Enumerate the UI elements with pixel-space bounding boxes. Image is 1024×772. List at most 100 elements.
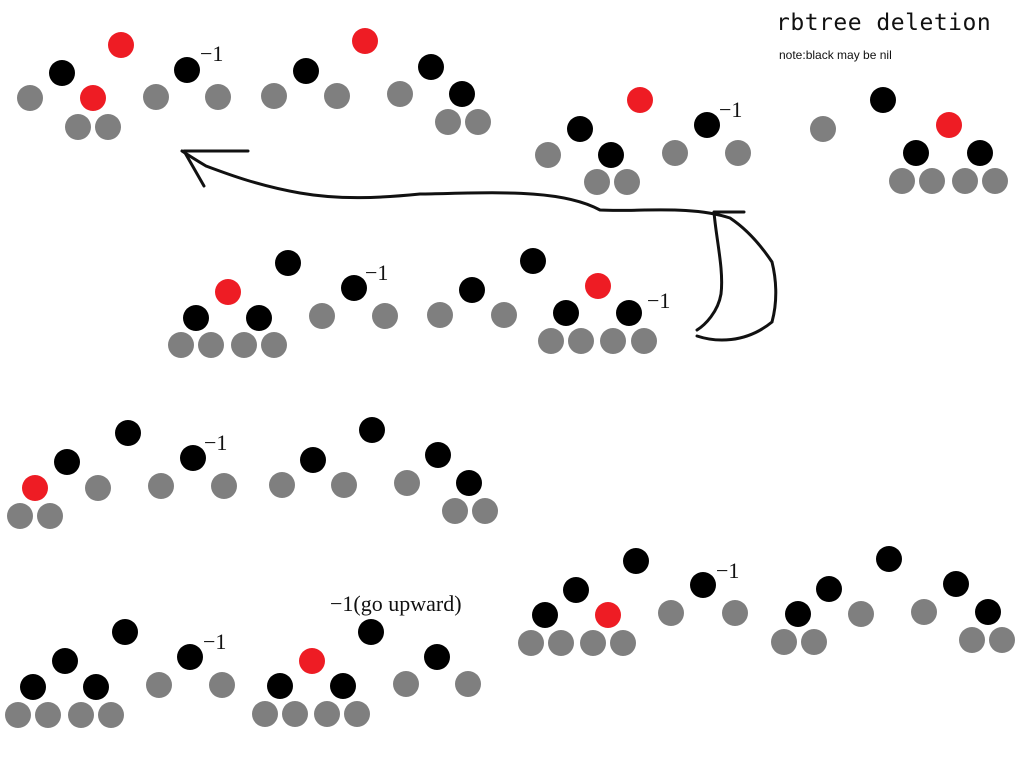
black-node — [183, 305, 209, 331]
grey-node — [771, 629, 797, 655]
diagram-note: note:black may be nil — [779, 48, 892, 62]
black-node — [300, 447, 326, 473]
grey-node — [548, 630, 574, 656]
black-node — [275, 250, 301, 276]
black-node — [456, 470, 482, 496]
return-curve-hook — [695, 210, 746, 332]
red-node — [352, 28, 378, 54]
black-node — [449, 81, 475, 107]
minus-one-label: −1 — [365, 260, 389, 285]
black-node — [177, 644, 203, 670]
black-node — [785, 601, 811, 627]
grey-node — [535, 142, 561, 168]
black-node — [330, 673, 356, 699]
black-node — [903, 140, 929, 166]
black-node — [83, 674, 109, 700]
black-node — [876, 546, 902, 572]
grey-node — [801, 629, 827, 655]
diagram-title: rbtree deletion — [776, 10, 992, 36]
red-node — [22, 475, 48, 501]
grey-node — [17, 85, 43, 111]
grey-node — [95, 114, 121, 140]
grey-node — [518, 630, 544, 656]
black-node — [341, 275, 367, 301]
minus-one-go-upward-label: −1(go upward) — [330, 591, 462, 616]
black-node — [424, 644, 450, 670]
red-node — [595, 602, 621, 628]
grey-node — [580, 630, 606, 656]
grey-node — [911, 599, 937, 625]
grey-node — [198, 332, 224, 358]
grey-node — [472, 498, 498, 524]
grey-node — [209, 672, 235, 698]
black-node — [20, 674, 46, 700]
grey-node — [584, 169, 610, 195]
grey-node — [65, 114, 91, 140]
grey-node — [394, 470, 420, 496]
grey-node — [387, 81, 413, 107]
grey-node — [393, 671, 419, 697]
grey-node — [810, 116, 836, 142]
black-node — [267, 673, 293, 699]
grey-node — [952, 168, 978, 194]
grey-node — [372, 303, 398, 329]
black-node — [358, 619, 384, 645]
grey-node — [442, 498, 468, 524]
black-node — [54, 449, 80, 475]
black-node — [418, 54, 444, 80]
red-node — [585, 273, 611, 299]
grey-node — [614, 169, 640, 195]
grey-node — [491, 302, 517, 328]
grey-node — [989, 627, 1015, 653]
black-node — [943, 571, 969, 597]
grey-node — [148, 473, 174, 499]
black-node — [174, 57, 200, 83]
grey-node — [435, 109, 461, 135]
grey-node — [146, 672, 172, 698]
minus-one-label: −1 — [716, 558, 740, 583]
grey-node — [662, 140, 688, 166]
black-node — [567, 116, 593, 142]
minus-one-label: −1 — [719, 97, 743, 122]
grey-node — [168, 332, 194, 358]
red-node — [80, 85, 106, 111]
transition-arrow-curve — [180, 149, 778, 342]
minus-one-label: −1 — [204, 430, 228, 455]
grey-node — [98, 702, 124, 728]
grey-node — [261, 332, 287, 358]
black-node — [532, 602, 558, 628]
black-node — [246, 305, 272, 331]
grey-node — [324, 83, 350, 109]
black-node — [459, 277, 485, 303]
grey-node — [309, 303, 335, 329]
grey-node — [37, 503, 63, 529]
arrowhead-left — [182, 149, 250, 188]
black-node — [690, 572, 716, 598]
grey-node — [568, 328, 594, 354]
black-node — [49, 60, 75, 86]
grey-node — [427, 302, 453, 328]
black-node — [870, 87, 896, 113]
grey-node — [538, 328, 564, 354]
grey-node — [35, 702, 61, 728]
grey-node — [889, 168, 915, 194]
red-node — [936, 112, 962, 138]
red-node — [215, 279, 241, 305]
grey-node — [5, 702, 31, 728]
black-node — [553, 300, 579, 326]
black-node — [425, 442, 451, 468]
grey-node — [231, 332, 257, 358]
grey-node — [314, 701, 340, 727]
red-node — [627, 87, 653, 113]
black-node — [180, 445, 206, 471]
black-node — [967, 140, 993, 166]
black-node — [563, 577, 589, 603]
grey-node — [269, 472, 295, 498]
black-node — [359, 417, 385, 443]
minus-one-label: −1 — [200, 41, 224, 66]
grey-node — [631, 328, 657, 354]
grey-node — [68, 702, 94, 728]
black-node — [115, 420, 141, 446]
black-node — [616, 300, 642, 326]
